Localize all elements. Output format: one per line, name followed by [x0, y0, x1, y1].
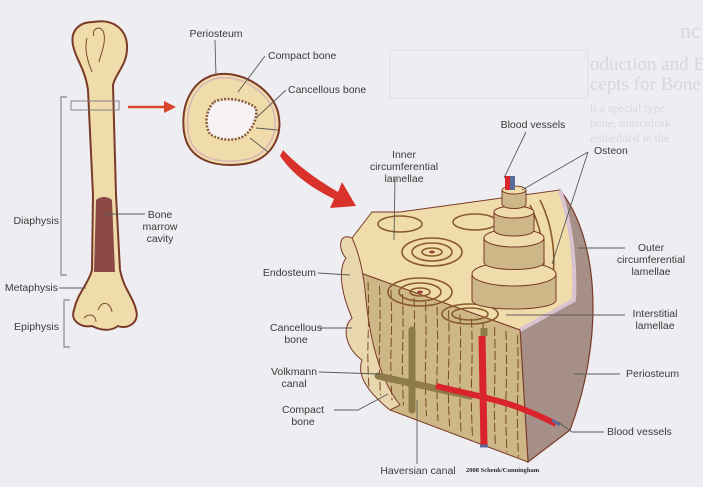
label-interstitial-1: Interstitial [633, 308, 678, 320]
long-bone-shape [71, 20, 138, 331]
label-cancellous-2: bone [284, 334, 308, 346]
label-interstitial-2: lamellae [635, 320, 674, 332]
label-haversian: Haversian canal [380, 465, 455, 477]
grain-line [401, 294, 404, 406]
wedge-endosteum-leader [317, 272, 351, 276]
osteon-artery [505, 176, 510, 190]
arrow-to-cross-section [128, 101, 176, 113]
label-marrow-2: marrow [142, 221, 177, 233]
label-marrow-3: cavity [147, 233, 175, 245]
cross-section-periosteum [186, 77, 276, 162]
label-outer-3: lamellae [631, 266, 670, 278]
grain-line [436, 306, 439, 422]
label-compact-1: Compact [282, 404, 324, 416]
label-cancellous-1: Cancellous [270, 322, 322, 334]
grain-line [493, 326, 496, 447]
bg-body-2: bone, musculosk [590, 116, 671, 130]
marrow-cavity [94, 197, 115, 272]
grain-line [424, 302, 427, 416]
wedge-cancellous-edge [340, 236, 401, 411]
grain-line [505, 330, 508, 453]
background-page: nc oduction and Ear cepts for Bone ii a … [389, 18, 703, 145]
label-metaphysis: Metaphysis [5, 282, 58, 294]
label-compact-2: bone [291, 416, 315, 428]
label-epiphysis: Epiphysis [14, 321, 59, 333]
bg-subheading-2: cepts for Bone [590, 74, 701, 95]
cs-cancellous-leader [249, 89, 287, 153]
wedge-volkmann-leader [318, 371, 381, 375]
label-volkmann-2: canal [281, 378, 306, 390]
blood-vessel-network [435, 328, 561, 448]
diaphysis-bracket [60, 96, 67, 276]
grain-line [516, 335, 519, 458]
bg-body-3: embedded in the [590, 131, 669, 145]
grain-line [390, 289, 393, 401]
cs-label-periosteum: Periosteum [189, 28, 242, 40]
wedge-osteon-leader [521, 151, 589, 265]
bg-heading: nc [680, 18, 701, 43]
label-blood-vessels-bottom: Blood vessels [607, 426, 672, 438]
label-inner-1: Inner [392, 149, 416, 161]
wedge [340, 176, 594, 464]
bg-body-1: ii a special type [590, 101, 665, 115]
osteon-vein [510, 176, 515, 190]
distal-contour [83, 303, 113, 323]
label-endosteum: Endosteum [263, 267, 316, 279]
arrow-to-wedge [280, 150, 356, 208]
label-inner-2: circumferential [370, 161, 438, 173]
label-marrow-1: Bone [148, 209, 173, 221]
grain-line [447, 310, 450, 427]
figure-credit: 2008 Schenk/Cunningham [466, 467, 540, 474]
label-diaphysis: Diaphysis [13, 215, 59, 227]
epiphysis-bracket [63, 299, 70, 348]
long-bone [70, 20, 138, 331]
wedge-periosteum-rim [519, 189, 577, 332]
label-outer-2: circumferential [617, 254, 685, 266]
cs-periosteum-leader [214, 39, 217, 77]
label-osteon: Osteon [594, 145, 628, 157]
wedge-grain-lines [367, 281, 519, 458]
wedge-bv-bottom-leader [557, 421, 604, 433]
bg-box [389, 49, 589, 99]
grain-line [470, 318, 473, 437]
grain-line [459, 314, 462, 432]
label-volkmann-1: Volkmann [271, 366, 317, 378]
label-outer-1: Outer [638, 242, 665, 254]
bg-subheading-1: oduction and Ear [590, 54, 703, 75]
label-inner-3: lamellae [384, 173, 423, 185]
cs-label-compact: Compact bone [268, 50, 336, 62]
stacked-osteon [471, 176, 557, 310]
section-box [70, 100, 120, 111]
grain-line [367, 281, 370, 391]
cs-label-cancellous: Cancellous bone [288, 84, 366, 96]
wedge-bv-top-leader [503, 131, 527, 179]
cross-section-cavity [205, 97, 258, 141]
head-contour [85, 27, 105, 73]
label-blood-vessels-top: Blood vessels [501, 119, 566, 131]
wedge-compact-leader [334, 393, 389, 411]
grain-line [378, 285, 381, 396]
label-periosteum: Periosteum [626, 368, 679, 380]
wedge-inner-leader [393, 177, 396, 241]
cross-section [182, 72, 281, 166]
cs-compact-leader [237, 55, 266, 93]
